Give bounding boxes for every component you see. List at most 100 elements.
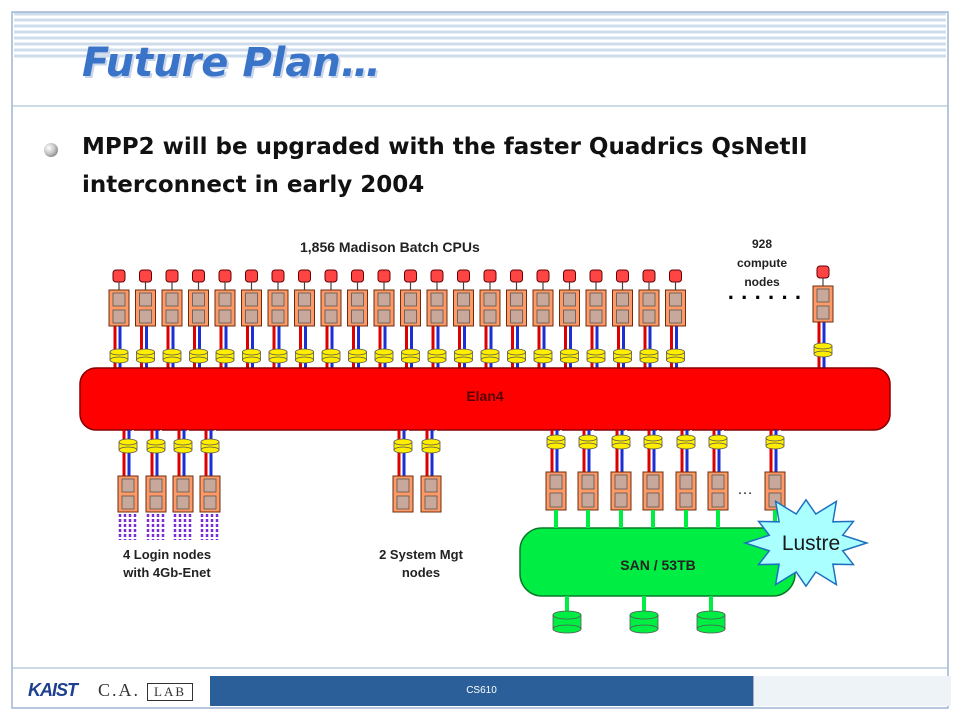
lustre-node-disk bbox=[708, 442, 728, 450]
mgmt-node-disk bbox=[421, 438, 441, 446]
lustre-node-cpu bbox=[768, 474, 782, 490]
footer-course: CS610 bbox=[466, 685, 497, 696]
batch-node-cpu bbox=[536, 292, 550, 307]
batch-node-disk bbox=[268, 348, 288, 356]
mgmt-node-disk bbox=[421, 446, 441, 454]
batch-node-cpu bbox=[324, 309, 338, 324]
batch-node-disk bbox=[215, 356, 235, 364]
batch-node-cpu bbox=[483, 309, 497, 324]
batch-node-cpu bbox=[404, 292, 417, 307]
login-node-cpu bbox=[121, 478, 135, 493]
batch-node-cpu bbox=[510, 292, 523, 307]
batch-node-cpu bbox=[139, 309, 152, 324]
batch-node-disk bbox=[295, 356, 314, 364]
lab-logo-box: LAB bbox=[147, 683, 193, 701]
batch-node-disk bbox=[613, 348, 632, 356]
lustre-node-disk bbox=[546, 434, 566, 442]
footer-right-panel bbox=[753, 676, 951, 706]
batch-node-disk bbox=[639, 348, 659, 356]
batch-node-disk bbox=[454, 356, 473, 364]
login-node-cpu bbox=[149, 495, 163, 510]
login-node-disk bbox=[146, 438, 166, 446]
lustre-node-cpu bbox=[711, 492, 725, 508]
san-disk bbox=[696, 624, 726, 634]
batch-node-disk bbox=[162, 356, 182, 364]
batch-node-connector bbox=[139, 269, 152, 283]
batch-node-cpu bbox=[298, 309, 311, 324]
batch-node-connector bbox=[642, 269, 656, 283]
batch-node-cpu bbox=[351, 292, 364, 307]
batch-node-disk bbox=[586, 348, 606, 356]
lustre-node-disk bbox=[765, 442, 785, 450]
batch-node-cpu bbox=[616, 309, 629, 324]
batch-node-connector bbox=[298, 269, 311, 283]
compute-node-cpu bbox=[816, 305, 830, 320]
batch-node-connector bbox=[377, 269, 391, 283]
batch-node-connector bbox=[589, 269, 603, 283]
batch-node-connector bbox=[457, 269, 470, 283]
batch-node-disk bbox=[189, 348, 208, 356]
lustre-label: Lustre bbox=[781, 532, 841, 555]
batch-node-cpu bbox=[245, 292, 258, 307]
login-node-disk bbox=[146, 446, 166, 454]
compute-nodes-label: nodes bbox=[744, 275, 780, 289]
elan4-label: Elan4 bbox=[466, 388, 504, 404]
lustre-node-cpu bbox=[614, 474, 628, 490]
batch-node-disk bbox=[321, 348, 341, 356]
batch-node-cpu bbox=[112, 292, 126, 307]
batch-node-connector bbox=[616, 269, 629, 283]
batch-node-cpu bbox=[642, 292, 656, 307]
batch-node-cpu bbox=[669, 309, 682, 324]
batch-node-disk bbox=[374, 348, 394, 356]
lustre-node-cpu bbox=[581, 492, 595, 508]
batch-node-disk bbox=[374, 356, 394, 364]
batch-node-disk bbox=[533, 348, 553, 356]
mgmt-node-cpu bbox=[396, 495, 410, 510]
batch-node-cpu bbox=[271, 292, 285, 307]
batch-node-cpu bbox=[218, 309, 232, 324]
batch-node-disk bbox=[480, 356, 500, 364]
batch-node-disk bbox=[480, 348, 500, 356]
batch-node-connector bbox=[165, 269, 179, 283]
batch-node-cpu bbox=[165, 292, 179, 307]
login-node-cpu bbox=[121, 495, 135, 510]
san-disk bbox=[552, 610, 582, 620]
batch-node-disk bbox=[639, 356, 659, 364]
lustre-node-disk bbox=[676, 434, 696, 442]
lustre-node-cpu bbox=[679, 474, 693, 490]
batch-node-cpu bbox=[430, 309, 444, 324]
batch-node-connector bbox=[536, 269, 550, 283]
batch-node-cpu bbox=[351, 309, 364, 324]
batch-node-cpu bbox=[510, 309, 523, 324]
login-node-disk bbox=[173, 446, 193, 454]
batch-node-disk bbox=[162, 348, 182, 356]
lustre-node-disk bbox=[643, 442, 663, 450]
batch-node-disk bbox=[348, 356, 367, 364]
compute-node-disk bbox=[813, 350, 833, 358]
batch-node-connector bbox=[669, 269, 682, 283]
batch-node-cpu bbox=[563, 292, 576, 307]
batch-node-cpu bbox=[192, 292, 205, 307]
batch-node-cpu bbox=[377, 292, 391, 307]
elan4-interconnect bbox=[79, 367, 891, 431]
lustre-node-disk bbox=[546, 442, 566, 450]
lustre-node-disk bbox=[578, 434, 598, 442]
lustre-node-cpu bbox=[614, 492, 628, 508]
batch-node-disk bbox=[109, 348, 129, 356]
batch-node-disk bbox=[560, 348, 579, 356]
mgmt-node-disk bbox=[393, 438, 413, 446]
lustre-node-disk bbox=[708, 434, 728, 442]
batch-node-cpu bbox=[404, 309, 417, 324]
lustre-node-cpu bbox=[711, 474, 725, 490]
lustre-node-cpu bbox=[549, 492, 563, 508]
batch-node-cpu bbox=[616, 292, 629, 307]
login-node-cpu bbox=[176, 495, 190, 510]
batch-node-disk bbox=[242, 356, 261, 364]
batch-node-disk bbox=[109, 356, 129, 364]
batch-node-disk bbox=[427, 348, 447, 356]
lustre-ellipsis: … bbox=[737, 481, 753, 498]
slide-title: Future Plan… bbox=[82, 40, 381, 86]
mgmt-nodes-label-2: nodes bbox=[401, 565, 441, 580]
login-node-cpu bbox=[203, 495, 217, 510]
